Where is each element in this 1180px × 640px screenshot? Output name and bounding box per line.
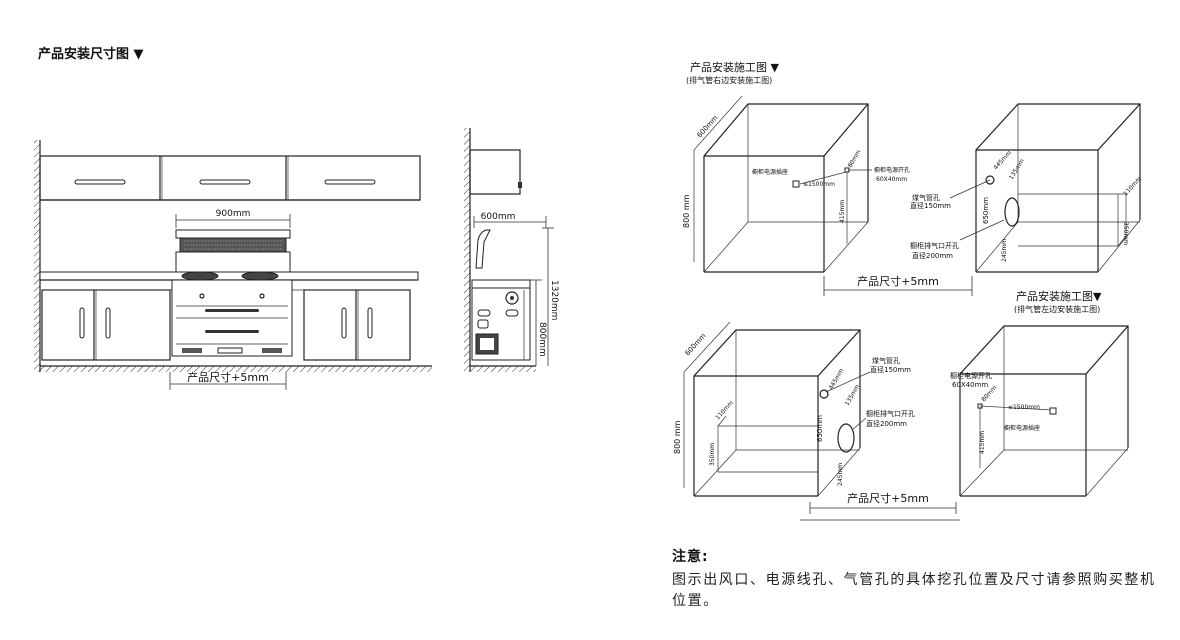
- tr-gas-hole-dia: 直径150mm: [910, 201, 951, 210]
- top-right-title: 产品安装施工图 ▼: [690, 60, 779, 74]
- tr-dim-245: 245mm: [1001, 239, 1008, 262]
- br-height-label: 800 mm: [673, 420, 682, 454]
- br-dim-650: 650mm: [816, 415, 824, 442]
- tr-exhaust-hole-label: 橱柜排气口开孔: [910, 241, 959, 250]
- br-gas-hole-dia: 直径150mm: [870, 365, 911, 374]
- tr-exhaust-hole: [1004, 197, 1020, 227]
- br-dim-135: 135mm: [844, 383, 862, 407]
- br-power-socket-icon: [1049, 407, 1057, 415]
- burner-left: [181, 271, 219, 281]
- br-gas-hole: [819, 389, 829, 399]
- tr-height-label: 800 mm: [682, 194, 691, 228]
- tr-dim-350: 350mm: [1122, 222, 1129, 245]
- left-side-elevation: 600mm 1320mm 800mm: [464, 128, 559, 372]
- note-block: 注意: 图示出风口、电源线孔、气管孔的具体挖孔位置及尺寸请参照购买整机位置。: [672, 546, 1162, 612]
- dim-800-label-left: 800mm: [537, 322, 547, 357]
- burner-right: [241, 271, 279, 281]
- lower-cabinets: [41, 289, 411, 361]
- br-dim-245: 245mm: [837, 463, 844, 486]
- br-exhaust-hole-label: 橱柜排气口开孔: [866, 409, 915, 418]
- br-exhaust-hole-dia: 直径200mm: [866, 419, 907, 428]
- tr-product-size-label: 产品尺寸+5mm: [857, 274, 939, 288]
- upper-cabinets: [39, 155, 421, 201]
- cabinet-handle: [324, 179, 376, 185]
- floor-hatch: [40, 366, 432, 372]
- br-power-hole-label: 橱柜电源开孔: [950, 371, 992, 380]
- tr-power-hole-size: 60X40mm: [876, 176, 907, 183]
- top-right-install-diagram: 产品安装施工图 ▼ (排气管右边安装施工图) 600mm 800 mm 橱柜电源…: [682, 60, 1143, 296]
- tr-back-opening: [1018, 193, 1119, 247]
- br-socket-gap-label: ≤1500mm: [1008, 404, 1040, 411]
- tr-gas-hole: [985, 175, 995, 185]
- dim-900: 900mm: [175, 209, 291, 228]
- br-product-size-label: 产品尺寸+5mm: [847, 491, 929, 505]
- left-wall-hatch: [34, 140, 40, 372]
- integrated-stove-front: [171, 229, 293, 357]
- dim-600-label-left: 600mm: [481, 212, 516, 222]
- note-body: 图示出风口、电源线孔、气管孔的具体挖孔位置及尺寸请参照购买整机位置。: [672, 572, 1156, 609]
- dim-1320-label: 1320mm: [549, 280, 559, 320]
- left-front-elevation: 产品安装尺寸图 ▼: [34, 46, 559, 390]
- br-back-opening: [717, 425, 818, 473]
- br-gas-hole-label: 煤气管孔: [872, 356, 900, 365]
- top-right-subtitle: (排气管右边安装施工图): [686, 75, 772, 85]
- br-title: 产品安装施工图▼: [1016, 289, 1102, 303]
- tr-dim-445: 445mm: [992, 149, 1013, 171]
- br-depth-label: 600mm: [684, 332, 708, 358]
- tr-dim-650: 650mm: [982, 197, 990, 224]
- br-power-hole-size: 60X40mm: [952, 381, 988, 389]
- side-upper-cabinet: [469, 149, 521, 195]
- left-title: 产品安装尺寸图 ▼: [38, 46, 144, 62]
- tr-dim-135: 135mm: [1008, 158, 1026, 181]
- br-cabinet-left-box: [683, 321, 861, 497]
- tr-dim-80: 80mm: [847, 149, 863, 169]
- tr-power-hole-label: 橱柜电源开孔: [874, 166, 910, 174]
- note-title: 注意:: [672, 549, 709, 565]
- cabinet-handle: [199, 179, 251, 185]
- tr-gas-hole-label: 煤气管孔: [912, 193, 940, 202]
- tr-power-socket-icon: [792, 180, 800, 188]
- side-hood: [475, 229, 491, 269]
- tr-power-socket-label: 橱柜电源插座: [752, 168, 788, 176]
- cabinet-right-box: [975, 103, 1141, 273]
- tr-dim-415: 415mm: [839, 200, 846, 223]
- br-dim-415: 415mm: [979, 431, 986, 454]
- br-exhaust-hole: [837, 423, 855, 453]
- dim-900-label: 900mm: [216, 209, 251, 219]
- br-dim-350: 350mm: [709, 443, 716, 466]
- bottom-right-install-diagram: 产品安装施工图▼ (排气管左边安装施工图) 600mm 800 mm 110mm…: [673, 289, 1129, 521]
- cabinet-left-box: [693, 95, 869, 273]
- tr-depth-label: 600mm: [696, 114, 720, 140]
- tr-exhaust-hole-dia: 直径200mm: [912, 251, 953, 260]
- product-size-label-left: 产品尺寸+5mm: [187, 370, 269, 384]
- br-power-socket-label: 橱柜电源插座: [1004, 424, 1040, 432]
- tr-socket-gap-label: ≤1500mm: [803, 181, 835, 188]
- cabinet-handle: [74, 179, 126, 185]
- br-cabinet-right-box: [959, 325, 1129, 497]
- dim-product-size-left: 产品尺寸+5mm: [169, 370, 287, 390]
- br-subtitle: (排气管左边安装施工图): [1014, 304, 1100, 314]
- countertop: [39, 271, 419, 281]
